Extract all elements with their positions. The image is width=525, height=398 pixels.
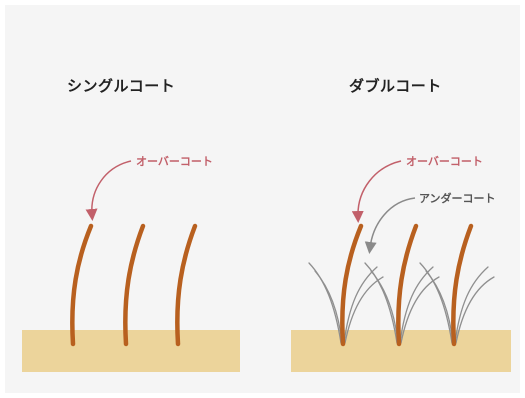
undercoat-hair [400,276,440,344]
single-overcoat-hair-1 [70,223,94,347]
single-skin [22,330,240,372]
double-coat-title: ダブルコート [349,77,442,95]
single-overcoat-hair-2 [123,223,146,347]
double-overcoat-hairs [340,223,474,347]
undercoat-hair [454,266,489,344]
single-overcoat-label: オーバーコート [136,155,213,168]
single-overcoat-hair-3 [175,223,198,347]
double-overcoat-hair-3 [451,223,474,347]
undercoat-hair [419,262,453,344]
double-overcoat-label: オーバーコート [406,155,483,168]
double-overcoat-hair-2 [396,223,419,347]
undercoat-hair [308,262,342,344]
double-overcoat-hair-1 [340,223,364,347]
undercoat-label: アンダーコート [419,192,496,205]
diagram-canvas: シングルコート ダブルコート オーバーコート オーバーコート アンダーコート [5,5,520,393]
undercoat-hair [455,276,495,344]
double-overcoat-arrow [351,160,402,223]
undercoat-hair [364,262,398,344]
undercoat-arrow [364,197,416,254]
single-coat-title: シングルコート [67,77,176,95]
diagram-svg [22,160,511,372]
single-overcoat-arrow [85,160,132,221]
single-overcoat-hairs [70,223,198,347]
